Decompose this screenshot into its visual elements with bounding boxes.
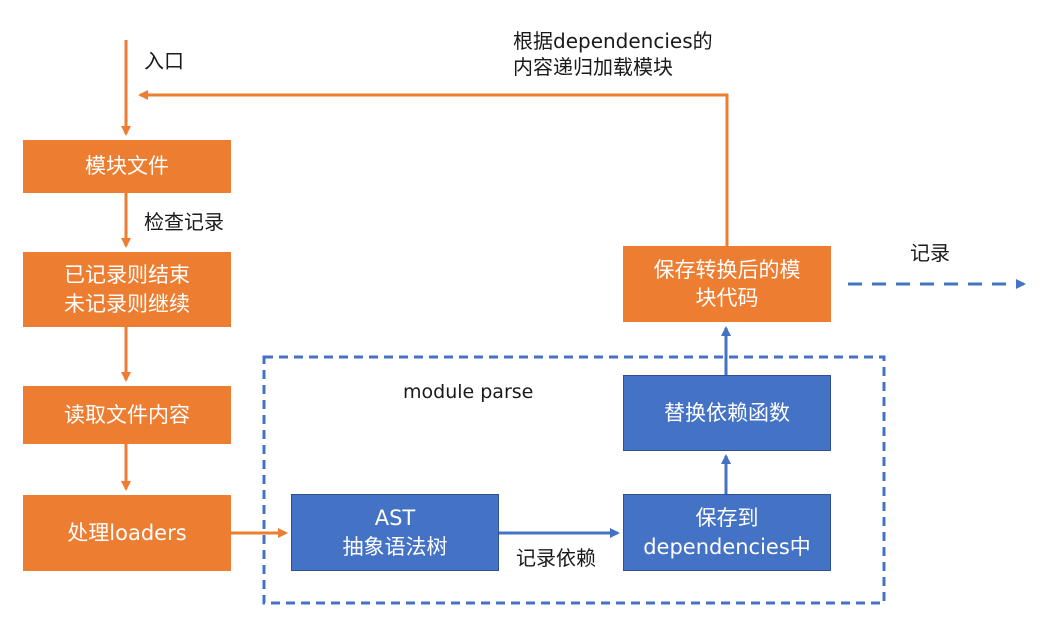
replace-deps-box: 替换依赖函数 (623, 375, 831, 451)
ast-box: AST 抽象语法树 (291, 494, 499, 571)
module-file-box: 模块文件 (23, 140, 231, 193)
save-code-box: 保存转换后的模 块代码 (623, 246, 831, 322)
entry-label: 入口 (144, 49, 184, 73)
cache-check-box: 已记录则结束 未记录则继续 (23, 252, 231, 327)
record-label: 记录 (910, 241, 950, 265)
module-parse-label: module parse (403, 381, 534, 403)
check-label: 检查记录 (144, 210, 224, 234)
recurse-arrow (138, 90, 729, 246)
record-deps-label: 记录依赖 (516, 546, 596, 570)
save-deps-box: 保存到 dependencies中 (623, 494, 831, 571)
read-file-box: 读取文件内容 (23, 386, 231, 444)
module-parse-frame (262, 355, 886, 605)
loaders-box: 处理loaders (23, 495, 231, 571)
recurse-label: 根据dependencies的 内容递归加载模块 (513, 29, 713, 79)
